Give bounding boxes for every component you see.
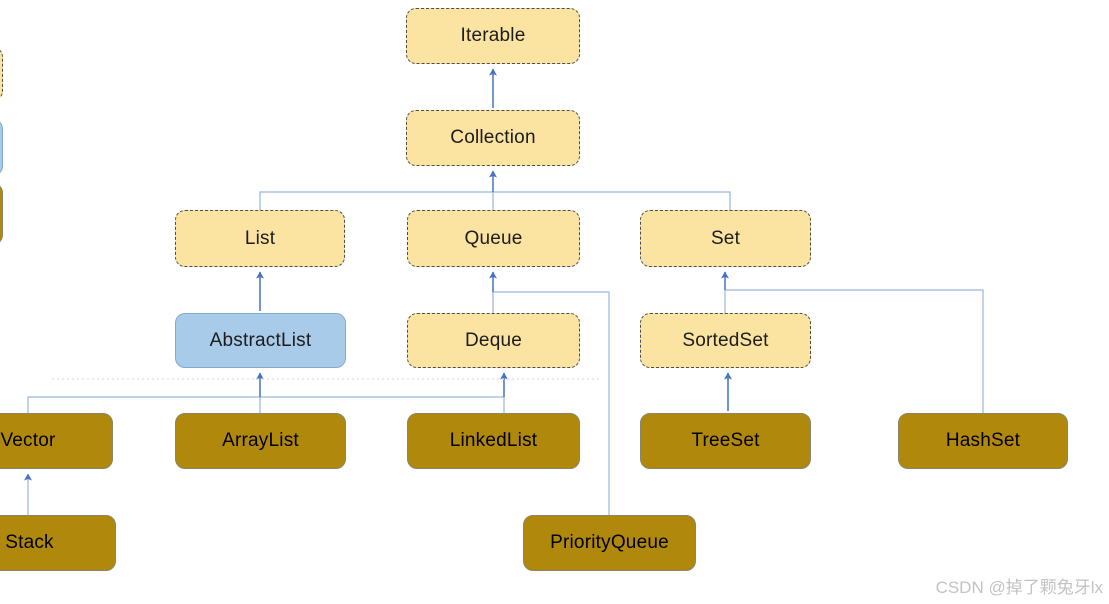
node-list: List bbox=[175, 210, 345, 267]
node-clipped-interface-box bbox=[0, 47, 3, 101]
node-abstractlist: AbstractList bbox=[175, 313, 346, 368]
node-treeset: TreeSet bbox=[640, 413, 811, 469]
node-iterable: Iterable bbox=[406, 8, 580, 64]
node-priorityqueue: PriorityQueue bbox=[523, 515, 696, 571]
node-clipped-class-box bbox=[0, 183, 3, 245]
edge-list-queue-set-trunk bbox=[259, 191, 731, 210]
node-arraylist: ArrayList bbox=[175, 413, 346, 469]
node-linkedlist: LinkedList bbox=[407, 413, 580, 469]
node-collection: Collection bbox=[406, 110, 580, 166]
node-queue: Queue bbox=[407, 210, 580, 267]
edge-priorityqueue-elbow bbox=[493, 291, 610, 515]
node-clipped-abstract-box bbox=[0, 119, 3, 176]
node-sortedset: SortedSet bbox=[640, 313, 811, 368]
node-set: Set bbox=[640, 210, 811, 267]
node-stack: Stack bbox=[0, 515, 116, 571]
node-hashset: HashSet bbox=[898, 413, 1068, 469]
node-deque: Deque bbox=[407, 313, 580, 368]
edge-hashset-elbow bbox=[725, 289, 984, 413]
edge-vector-arraylist-linkedlist-trunk bbox=[27, 396, 505, 413]
node-vector: Vector bbox=[0, 413, 113, 469]
watermark: CSDN @掉了颗兔牙lx bbox=[935, 578, 1103, 597]
